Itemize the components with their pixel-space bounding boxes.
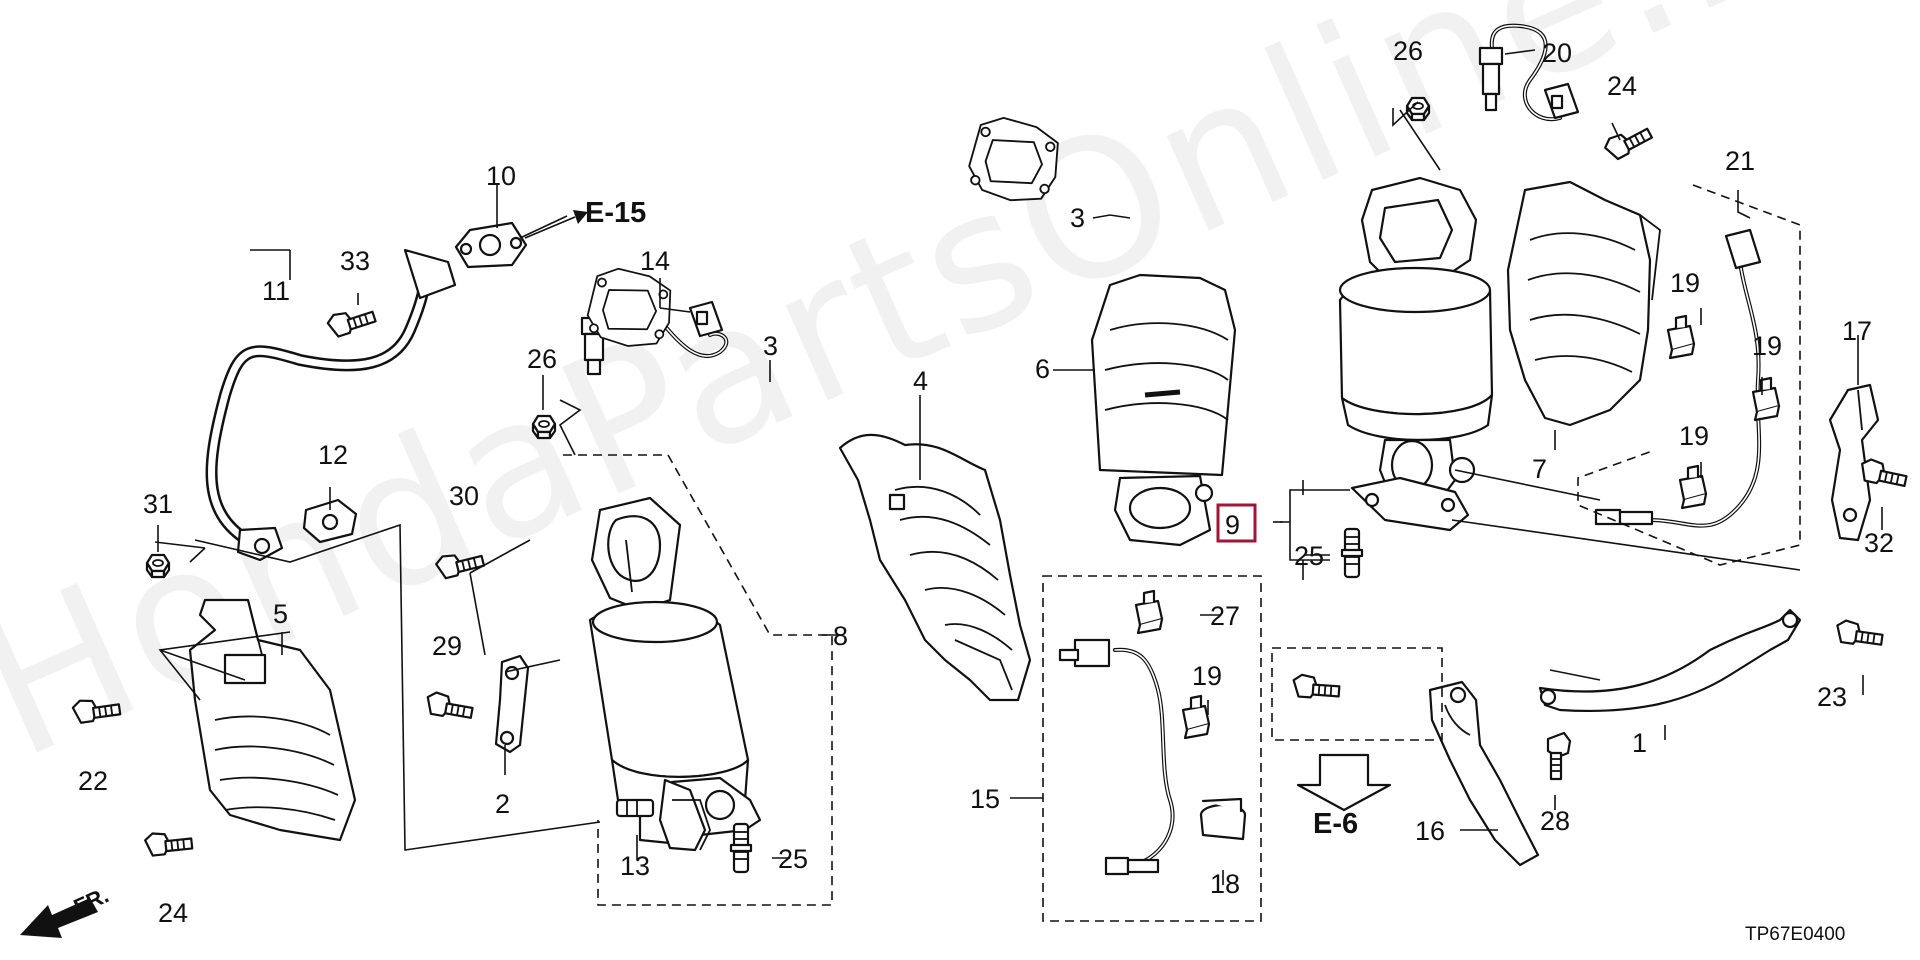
callout-2[interactable]: 2 xyxy=(495,789,510,819)
stud-25-right xyxy=(1340,527,1364,579)
callout-32[interactable]: 32 xyxy=(1864,528,1894,558)
callout-3-right[interactable]: 3 xyxy=(1070,203,1085,233)
oxygen-sensor-20 xyxy=(1478,23,1580,122)
callout-29[interactable]: 29 xyxy=(432,631,462,661)
callout-9[interactable]: 9 xyxy=(1225,510,1240,540)
pipe-bracket-10 xyxy=(454,221,528,269)
callout-7[interactable]: 7 xyxy=(1532,454,1547,484)
callout-30[interactable]: 30 xyxy=(449,481,479,511)
callout-20[interactable]: 20 xyxy=(1542,38,1572,68)
callout-19-d[interactable]: 19 xyxy=(1192,661,1222,691)
callout-24-left[interactable]: 24 xyxy=(158,898,188,928)
callout-24-right[interactable]: 24 xyxy=(1607,71,1637,101)
callout-21[interactable]: 21 xyxy=(1725,146,1755,176)
catalytic-converter-8 xyxy=(588,496,762,852)
bracket-2 xyxy=(494,654,530,754)
callout-16[interactable]: 16 xyxy=(1415,816,1445,846)
callout-26-right[interactable]: 26 xyxy=(1393,36,1423,66)
callout-25-left[interactable]: 25 xyxy=(778,844,808,874)
dashed-group-boxes xyxy=(563,184,1801,922)
callout-6[interactable]: 6 xyxy=(1035,354,1050,384)
bolt-33 xyxy=(324,302,378,340)
bolt-24-left xyxy=(143,828,194,858)
callout-13[interactable]: 13 xyxy=(620,851,650,881)
callout-5[interactable]: 5 xyxy=(273,599,288,629)
callout-18[interactable]: 18 xyxy=(1210,869,1240,899)
catalytic-converter-9 xyxy=(1338,176,1494,532)
bolt-e6 xyxy=(1291,673,1342,701)
clip-19-c xyxy=(1678,464,1708,510)
callout-17[interactable]: 17 xyxy=(1842,316,1872,346)
callout-33[interactable]: 33 xyxy=(340,246,370,276)
callout-28[interactable]: 28 xyxy=(1540,806,1570,836)
oxygen-sensor-21 xyxy=(1594,228,1762,528)
heat-shield-7 xyxy=(1506,180,1661,427)
bolt-23 xyxy=(1834,618,1885,649)
reference-arrows xyxy=(20,210,1392,938)
callout-25-right[interactable]: 25 xyxy=(1294,541,1324,571)
callout-10[interactable]: 10 xyxy=(486,161,516,191)
clip-19-a xyxy=(1666,314,1696,360)
heat-shield-5 xyxy=(188,598,357,842)
callout-22[interactable]: 22 xyxy=(78,766,108,796)
callout-23[interactable]: 23 xyxy=(1817,682,1847,712)
callout-19-a[interactable]: 19 xyxy=(1670,268,1700,298)
callout-19-b[interactable]: 19 xyxy=(1752,331,1782,361)
callout-11[interactable]: 11 xyxy=(262,276,290,306)
callout-31[interactable]: 31 xyxy=(143,489,173,519)
callout-3-left[interactable]: 3 xyxy=(763,331,778,361)
callout-27[interactable]: 27 xyxy=(1210,601,1240,631)
callout-19-c[interactable]: 19 xyxy=(1679,421,1709,451)
bolt-24-right xyxy=(1601,119,1655,163)
heat-shield-4 xyxy=(838,433,1032,702)
bracket-16 xyxy=(1428,680,1540,867)
ref-e15[interactable]: E-15 xyxy=(585,197,646,229)
front-arrow-icon xyxy=(20,898,98,938)
clip-19-d xyxy=(1181,694,1211,740)
bracket-17 xyxy=(1828,383,1880,542)
catalytic-converter-6 xyxy=(1090,273,1237,547)
stud-25-left xyxy=(729,822,753,874)
diagram-code: TP67E0400 xyxy=(1745,924,1845,945)
callout-8[interactable]: 8 xyxy=(833,621,848,651)
clip-27 xyxy=(1134,589,1164,635)
callout-26-left[interactable]: 26 xyxy=(527,344,557,374)
sensor-stud-13 xyxy=(615,798,655,818)
gasket-12 xyxy=(302,498,358,544)
holder-18 xyxy=(1199,797,1247,841)
callout-15[interactable]: 15 xyxy=(970,784,1000,814)
oxygen-sensor-15 xyxy=(1058,638,1175,876)
callout-14[interactable]: 14 xyxy=(640,246,670,276)
nut-26-left xyxy=(531,414,557,440)
ref-e6[interactable]: E-6 xyxy=(1313,808,1358,840)
bolt-28 xyxy=(1546,731,1572,781)
highlighted-part-box xyxy=(1216,503,1257,543)
callout-1[interactable]: 1 xyxy=(1632,728,1647,758)
stay-1 xyxy=(1538,608,1802,713)
leader-lines xyxy=(154,49,1883,885)
nut-31 xyxy=(145,553,171,579)
callout-12[interactable]: 12 xyxy=(318,440,348,470)
callout-4[interactable]: 4 xyxy=(913,366,928,396)
bolt-29 xyxy=(423,690,476,722)
air-pipe-assembly xyxy=(205,248,457,562)
